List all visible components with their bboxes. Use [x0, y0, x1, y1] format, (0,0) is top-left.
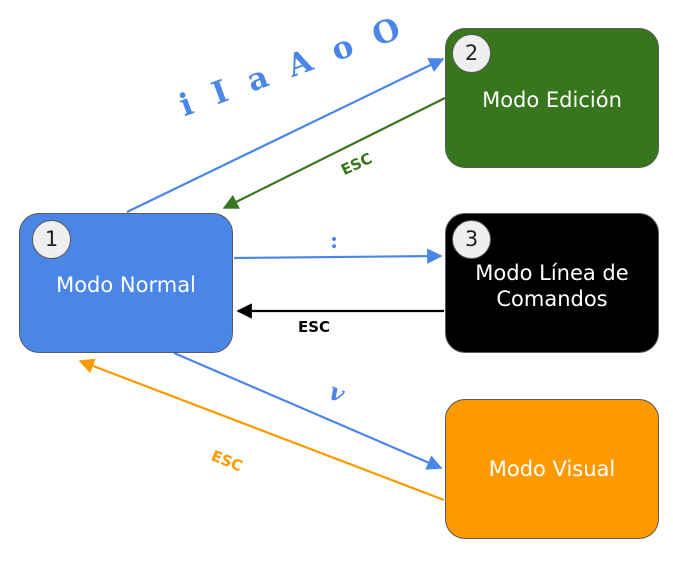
node-label: Modo Edición [482, 88, 622, 112]
node-number-badge: 3 [452, 220, 491, 259]
edge-label-esc-comandos: ESC [298, 318, 331, 336]
node-number-badge: 1 [32, 220, 71, 259]
node-modo-linea-comandos: Modo Línea de Comandos [445, 213, 659, 353]
arrow-normal-to-comandos [233, 248, 443, 264]
node-label: Modo Visual [488, 457, 616, 481]
arrow-normal-to-edicion [126, 58, 445, 213]
arrow-visual-to-normal [78, 358, 445, 502]
node-label: Modo Normal [56, 273, 196, 297]
node-modo-visual: Modo Visual [445, 399, 659, 539]
arrow-edicion-to-normal [222, 97, 446, 209]
edge-label-colon: : [330, 228, 339, 254]
node-number-badge: 2 [452, 34, 491, 73]
node-label: Modo Línea de Comandos [475, 261, 629, 311]
arrow-normal-to-visual [173, 351, 443, 470]
